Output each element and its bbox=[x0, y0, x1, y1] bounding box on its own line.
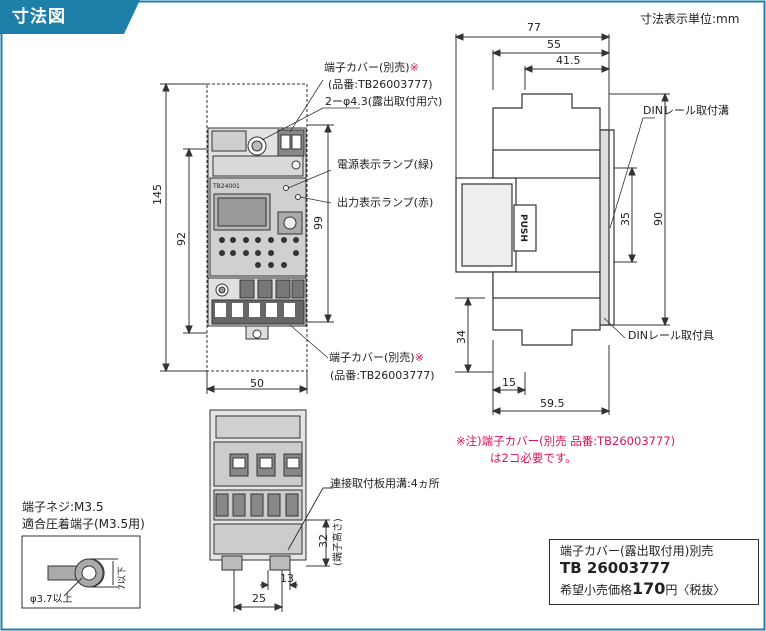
dim-15: 15 bbox=[502, 376, 516, 389]
part-number-bottom: (品番:TB26003777) bbox=[330, 369, 435, 382]
dim-50: 50 bbox=[250, 377, 264, 390]
spec-price: 希望小売価格170円〈税抜〉 bbox=[560, 579, 726, 598]
din-groove-label: DINレール取付溝 bbox=[643, 104, 729, 117]
push-label: PUSH bbox=[518, 214, 528, 242]
din-fixture-label: DINレール取付具 bbox=[628, 329, 714, 342]
dim-25: 25 bbox=[252, 592, 266, 605]
crimp-terminal: 適合圧着端子(M3.5用) bbox=[22, 517, 145, 531]
dim-phi: φ3.7以上 bbox=[30, 594, 73, 605]
plate-groove-label: 連接取付板用溝:4ヵ所 bbox=[330, 477, 440, 490]
cover-label-top: 端子カバー(別売)※ bbox=[324, 61, 419, 74]
spec-part-no: TB 26003777 bbox=[560, 559, 671, 577]
dim-41-5: 41.5 bbox=[556, 54, 581, 67]
cover-note: ※注)端子カバー(別売 品番:TB26003777) は2コ必要です。 bbox=[456, 433, 675, 467]
model-text: TB24001 bbox=[212, 183, 240, 190]
cover-note-line2: は2コ必要です。 bbox=[490, 451, 577, 465]
page-title: 寸法図 bbox=[12, 7, 66, 27]
power-lamp-label: 電源表示ランプ(緑) bbox=[337, 158, 434, 171]
dim-59-5: 59.5 bbox=[540, 397, 565, 410]
output-lamp-label: 出力表示ランプ(赤) bbox=[337, 196, 434, 209]
dim-7: 7以下 bbox=[118, 566, 128, 590]
hole-label: 2ーφ4.3(露出取付用穴) bbox=[325, 95, 443, 108]
spec-title: 端子カバー(露出取付用)別売 bbox=[560, 544, 714, 558]
spec-box: 端子カバー(露出取付用)別売 TB 26003777 希望小売価格170円〈税抜… bbox=[549, 539, 759, 605]
unit-label: 寸法表示単位:mm bbox=[640, 12, 740, 26]
part-number-top: (品番:TB26003777) bbox=[328, 78, 433, 91]
dim-13: 13 bbox=[280, 572, 294, 585]
terminal-screw: 端子ネジ:M3.5 bbox=[22, 500, 104, 514]
dim-55: 55 bbox=[547, 38, 561, 51]
dim-77: 77 bbox=[527, 21, 541, 34]
cover-label-bottom: 端子カバー(別売)※ bbox=[329, 351, 424, 364]
cover-note-line1: ※注)端子カバー(別売 品番:TB26003777) bbox=[456, 434, 676, 448]
